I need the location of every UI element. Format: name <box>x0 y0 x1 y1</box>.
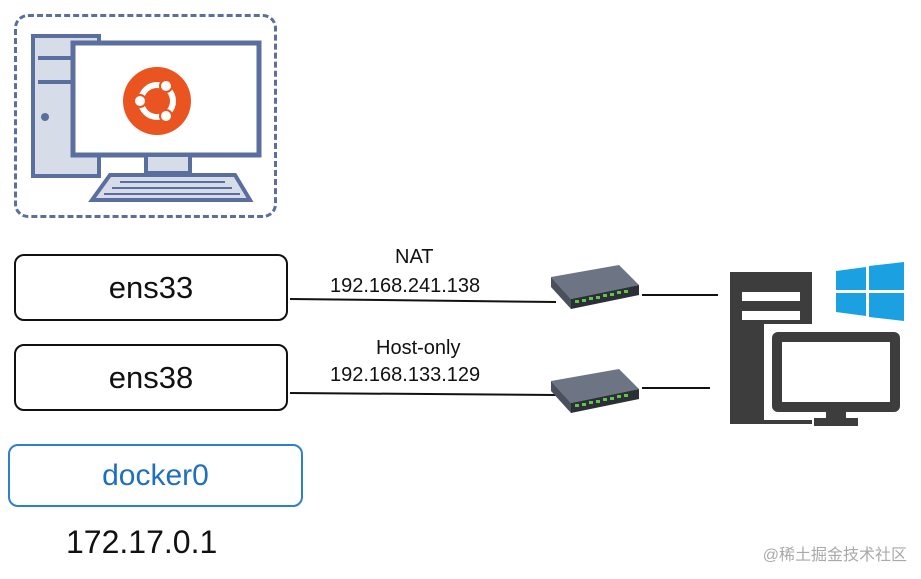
vm-dashed-frame <box>14 14 277 218</box>
vm-computer-icon <box>31 34 262 202</box>
ens33-interface-box: ens33 <box>14 254 288 321</box>
ubuntu-logo-icon <box>123 67 191 135</box>
nat-ip-label: 192.168.241.138 <box>330 275 481 297</box>
hostonly-ip-label: 192.168.133.129 <box>330 364 481 386</box>
host-pc-icon <box>730 272 908 426</box>
ens38-interface-box: ens38 <box>14 344 288 411</box>
docker0-ip: 172.17.0.1 <box>66 524 218 560</box>
ens38-link-line <box>289 392 557 396</box>
docker0-interface-box: docker0 <box>8 444 303 507</box>
hostonly-mode-label: Host-only <box>376 337 461 359</box>
ens38-label: ens38 <box>108 359 194 395</box>
hostonly-switch-icon <box>551 369 639 413</box>
nat-switch-icon <box>551 265 639 309</box>
nat-mode-label: NAT <box>395 246 434 268</box>
windows-logo-icon <box>836 262 904 321</box>
docker0-label: docker0 <box>102 458 209 492</box>
ens33-label: ens33 <box>108 269 194 305</box>
ens33-link-line <box>289 298 557 303</box>
watermark-text: @稀土掘金技术社区 <box>762 547 907 564</box>
